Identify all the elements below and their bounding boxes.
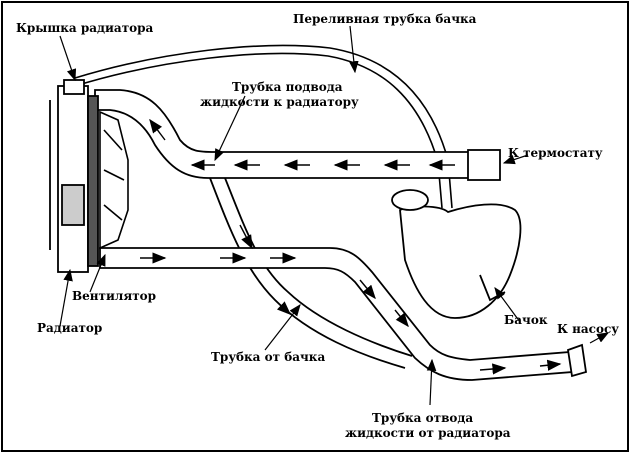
flow-arrows [140,118,562,375]
label-radiator-cap: Крышка радиатора [16,21,154,35]
label-to-pump: К насосу [557,322,619,336]
label-supply-line1: Трубка подвода [232,80,343,94]
label-return-line2: жидкости от радиатора [345,426,511,440]
label-to-thermostat: К термостату [508,146,603,160]
label-overflow-tube: Переливная трубка бачка [293,12,477,26]
thermostat-fitting [467,149,501,181]
label-return-line1: Трубка отвода [372,411,473,425]
label-tank: Бачок [504,313,548,327]
tank-cap [391,189,429,211]
fan-body [99,110,129,250]
radiator-body [49,79,99,273]
supply-tube [94,89,501,181]
return-tube [99,247,588,381]
radiator-core [61,184,85,226]
coolant-tank [391,189,522,319]
overflow-tube [74,44,453,209]
label-tank-tube: Трубка от бачка [211,350,325,364]
label-supply-line2: жидкости к радиатору [200,95,359,109]
label-fan: Вентилятор [72,289,156,303]
leader-lines [59,25,610,406]
label-radiator: Радиатор [37,321,102,335]
